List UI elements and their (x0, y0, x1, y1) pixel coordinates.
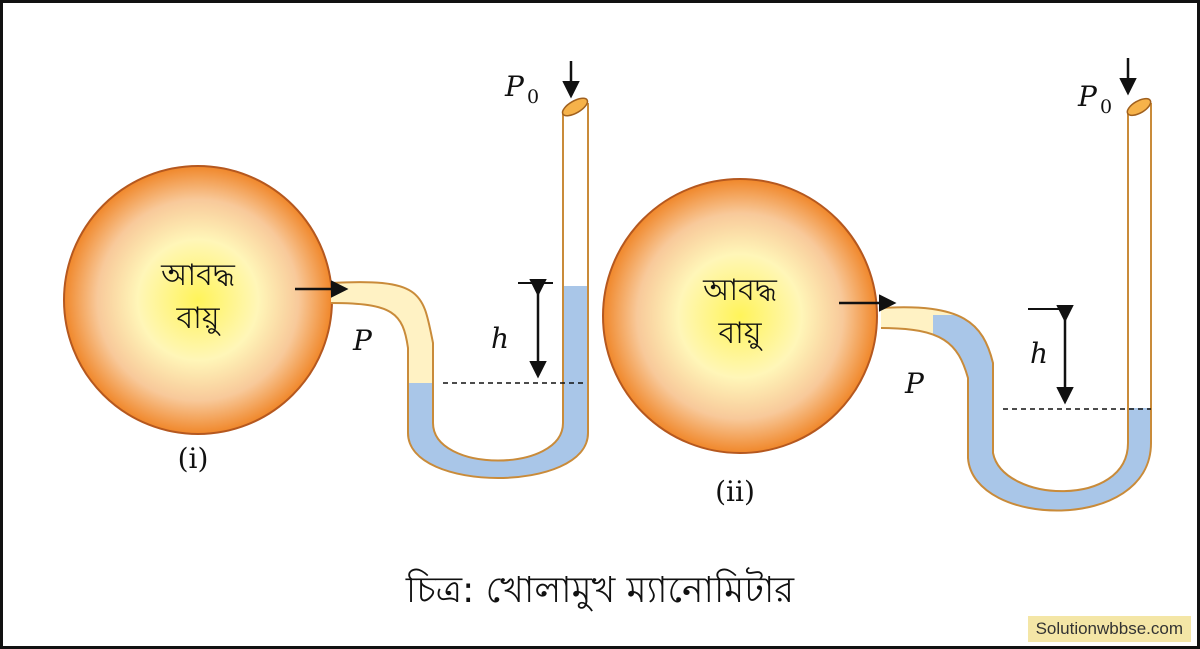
left-atm-label: P (504, 70, 525, 103)
manometer-diagram: আবদ্ধ বায়ু P h P 0 (i) আবদ্ধ বায়ু P h … (63, 58, 1152, 512)
left-tube-inner-wall (330, 113, 564, 462)
left-atm-subscript: 0 (527, 86, 539, 108)
right-panel-label: (ii) (715, 475, 755, 508)
left-vessel (63, 165, 333, 435)
left-height-label: h (491, 322, 509, 355)
left-apparatus: আবদ্ধ বায়ু P h P 0 (i) (63, 61, 589, 479)
right-height-label: h (1030, 337, 1048, 370)
figure-caption: চিত্র: খোলামুখ ম্যানোমিটার (405, 570, 795, 611)
right-vessel (602, 178, 878, 454)
left-tube-outer-wall (330, 103, 589, 479)
right-tube-outer-wall (880, 103, 1152, 512)
right-atm-subscript: 0 (1100, 96, 1112, 118)
right-vessel-label-2: বায়ু (717, 316, 763, 351)
left-pressure-label: P (352, 324, 373, 357)
watermark: Solutionwbbse.com (1027, 616, 1191, 642)
right-tube-opening (1126, 97, 1152, 117)
right-pressure-label: P (904, 367, 925, 400)
left-panel-label: (i) (178, 442, 209, 475)
left-tube-opening (561, 97, 589, 117)
left-vessel-label-2: বায়ু (175, 301, 221, 336)
left-vessel-label-1: আবদ্ধ (160, 258, 236, 293)
right-apparatus: আবদ্ধ বায়ু P h P 0 (ii) (602, 58, 1152, 512)
right-tube-inner-wall (880, 113, 1129, 493)
right-vessel-label-1: আবদ্ধ (702, 273, 778, 308)
right-atm-label: P (1077, 80, 1098, 113)
